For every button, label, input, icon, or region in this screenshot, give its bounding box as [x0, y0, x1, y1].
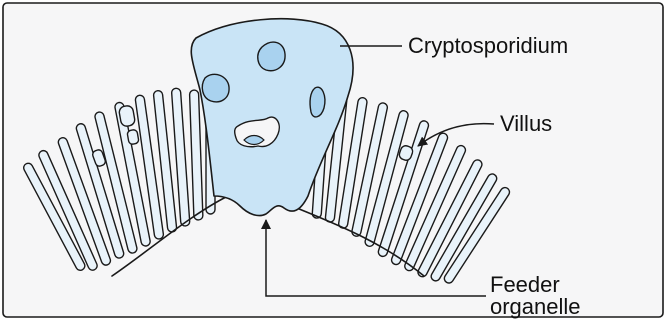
- cryptosporidium-label: Cryptosporidium: [408, 33, 568, 58]
- feeder-organelle-label-line2: organelle: [490, 294, 581, 319]
- villus-label: Villus: [500, 111, 552, 136]
